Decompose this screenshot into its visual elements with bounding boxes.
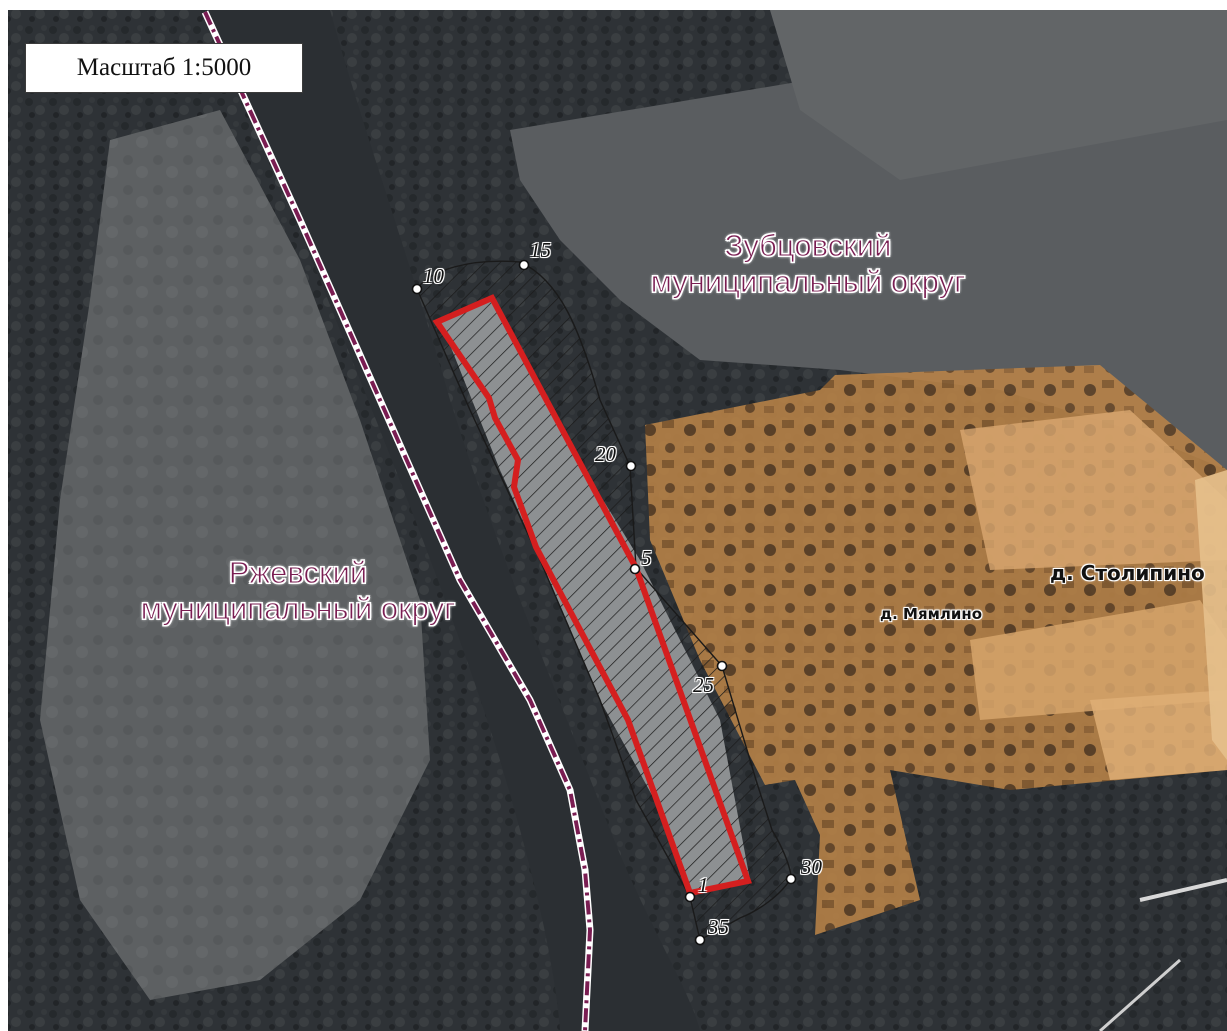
point-label-30: 30 <box>801 855 822 879</box>
road <box>1099 958 1181 1031</box>
field-strip <box>1090 690 1227 780</box>
point-label-15: 15 <box>530 238 551 262</box>
region-zubtsov-line1: Зубцовский <box>724 228 892 264</box>
river <box>200 10 700 1031</box>
village-label-myamlino: д. Мямлино <box>880 605 983 623</box>
region-label-rzhev: Ржевский муниципальный округ <box>93 555 503 627</box>
satellite-map <box>8 10 1227 1031</box>
point-label-25: 25 <box>693 673 714 697</box>
scale-label: Масштаб 1:5000 <box>25 43 303 93</box>
field-area <box>770 10 1227 180</box>
point-label-20: 20 <box>595 442 616 466</box>
municipal-boundary-line <box>203 11 593 1031</box>
region-label-zubtsov: Зубцовский муниципальный округ <box>608 228 1008 300</box>
point-label-10: 10 <box>423 264 444 288</box>
scale-text: Масштаб 1:5000 <box>76 54 252 81</box>
field-strip <box>970 600 1227 720</box>
road <box>1139 878 1227 902</box>
road-strip <box>1195 470 1227 760</box>
point-label-1: 1 <box>698 873 709 897</box>
point-label-5: 5 <box>641 546 652 570</box>
region-zubtsov-line2: муниципальный округ <box>650 264 966 300</box>
survey-points <box>411 259 797 946</box>
region-rzhev-line2: муниципальный округ <box>140 591 456 627</box>
point-label-35: 35 <box>708 915 729 939</box>
region-rzhev-line1: Ржевский <box>228 555 368 591</box>
field-strip <box>960 410 1227 570</box>
village-label-stolipino: д. Столипино <box>1050 561 1205 585</box>
land-parcel-boundary <box>432 294 752 897</box>
map-canvas[interactable]: Масштаб 1:5000 Зубцовский муниципальный … <box>8 10 1227 1031</box>
meadow-area <box>40 110 430 1000</box>
